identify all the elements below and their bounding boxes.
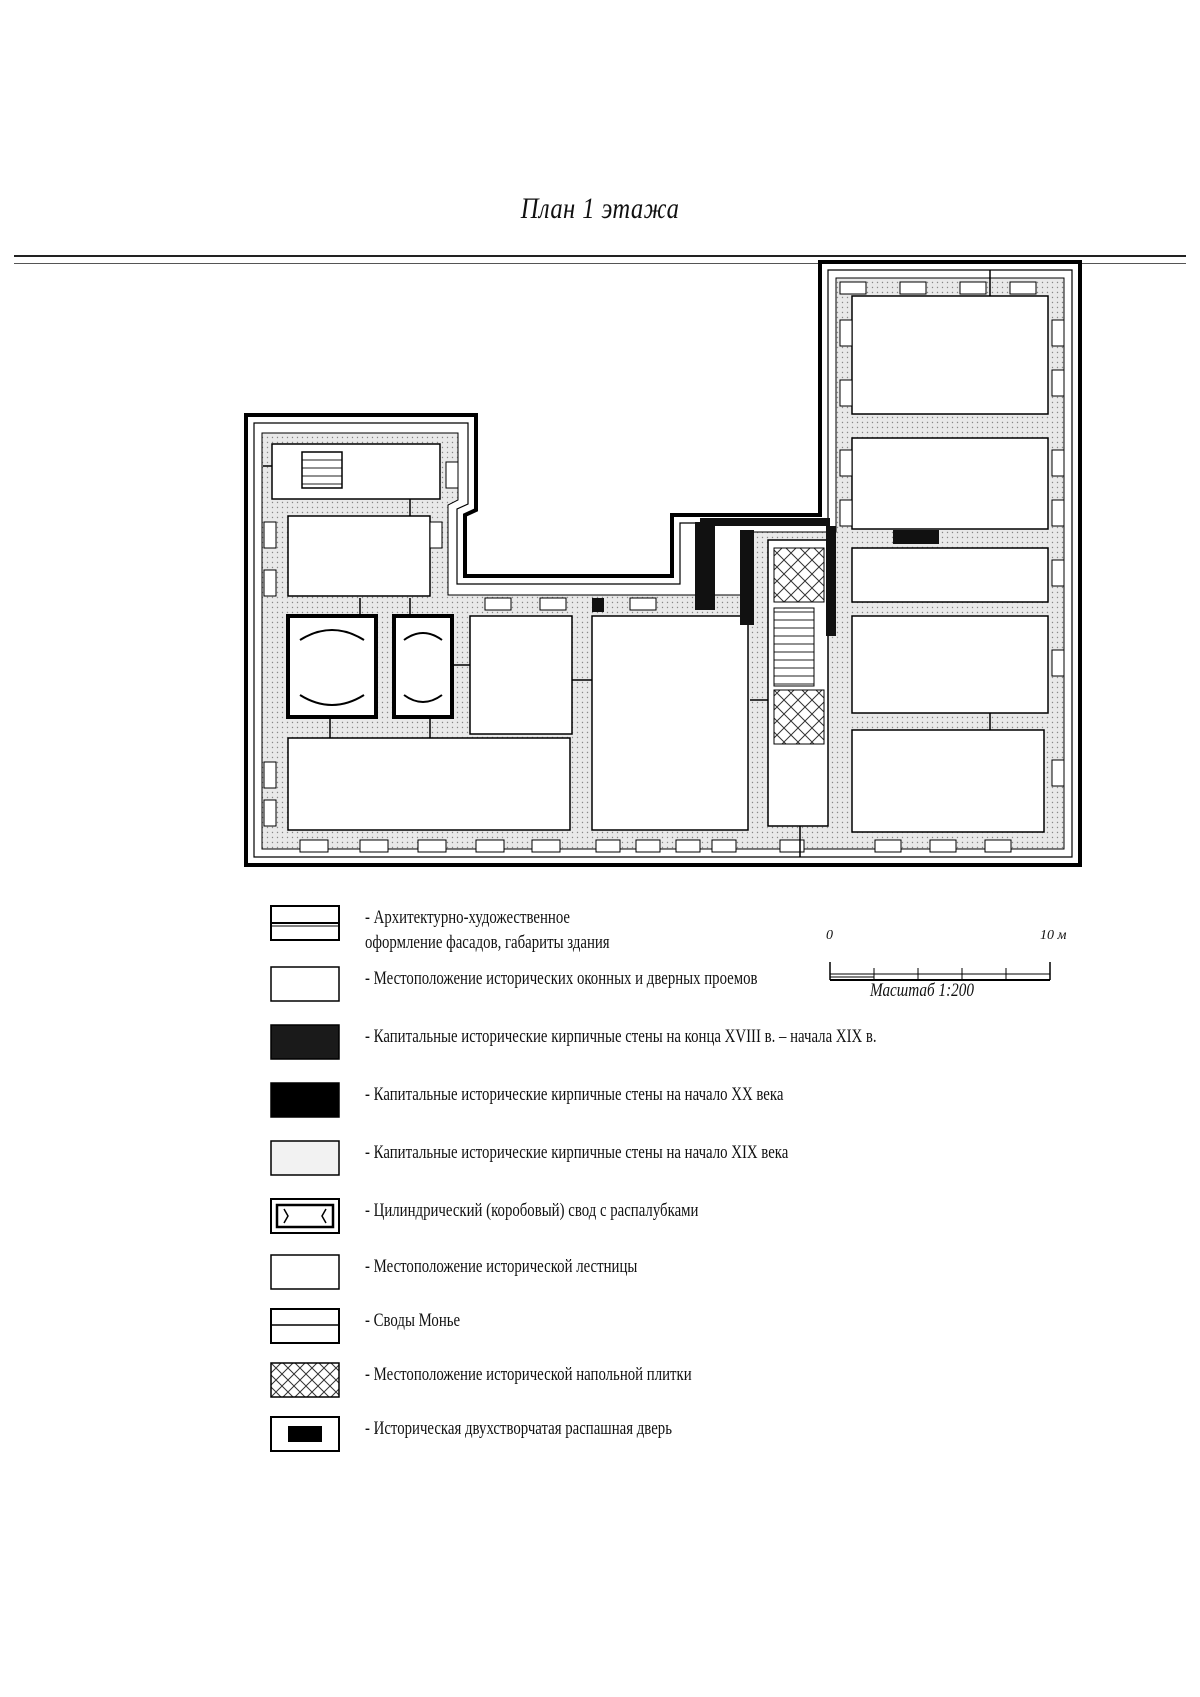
legend-label: - Капитальные исторические кирпичные сте… [365,1084,784,1105]
tile-area-2 [773,689,825,745]
legend-label: - Местоположение исторической лестницы [365,1256,638,1277]
rooms [271,295,1049,833]
legend-label: - Историческая двухстворчатая распашная … [365,1418,672,1439]
legend-label: - Своды Монье [365,1310,461,1331]
legend-label: - Капитальные исторические кирпичные сте… [365,1142,789,1163]
page-title: План 1 этажа [520,192,680,225]
walls-19-swatch [270,1140,340,1176]
historic-stair-2 [773,607,815,687]
historic-stair-1 [301,451,343,489]
legend-label: - Архитектурно-художественное оформление… [365,907,610,953]
scale-max: 10 м [1040,928,1067,943]
vault-swatch [270,1198,340,1234]
legend-label: - Местоположение исторических оконных и … [365,968,758,989]
legend-label: - Местоположение исторической напольной … [365,1364,692,1385]
tile-swatch [270,1362,340,1398]
scale-zero: 0 [826,928,833,943]
floor-plan [244,260,1082,867]
vault-rooms [286,614,454,719]
stair-swatch [270,1254,340,1290]
title-rule [14,255,1186,264]
door-swatch [270,1416,340,1452]
monier-swatch [270,1308,340,1344]
walls-20th [592,518,939,636]
facade-swatch [270,905,340,941]
building-outline [244,260,1082,867]
tile-area-1 [773,547,825,603]
door-marks [263,270,991,857]
openings [263,281,1065,853]
scale-bar [829,962,1051,981]
legend-label: - Цилиндрический (коробовый) свод с расп… [365,1200,699,1221]
legend-label: - Капитальные исторические кирпичные сте… [365,1026,877,1047]
walls-20-swatch [270,1082,340,1118]
openings-swatch [270,966,340,1002]
scale-caption: Масштаб 1:200 [870,980,974,1001]
walls-18-19-swatch [270,1024,340,1060]
